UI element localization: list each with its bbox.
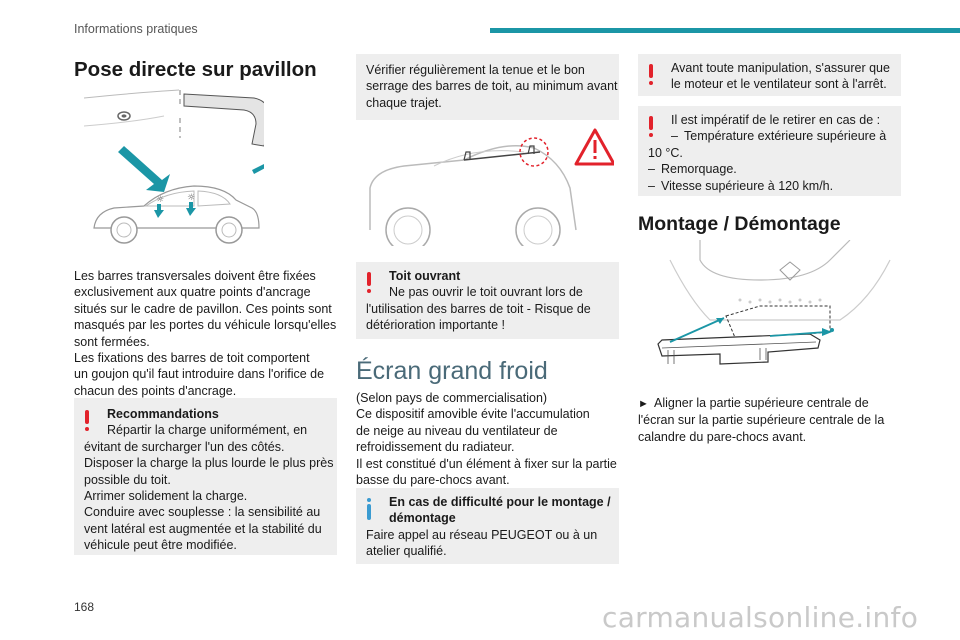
text-line: situés sur le cadre de pavillon. Ces poi… [74,301,332,316]
step-arrow-icon: ► [638,398,649,410]
text-line: Il est impératif de le retirer en cas de… [671,113,881,127]
text-line: basse du pare-chocs avant. [356,473,510,488]
roof-bar-warning-illustration [364,126,614,246]
removal-conditions-box: Il est impératif de le retirer en cas de… [638,106,901,196]
text-line: Il est constitué d'un élément à fixer su… [356,456,617,471]
roof-mounting-illustration: ☼ ☼ [84,88,264,248]
warning-icon [648,116,654,138]
text-line: masqués par les portes du véhicule lorsq… [74,318,337,333]
warning-icon [366,272,372,294]
text-line: Conduire avec souplesse : la sensibilité… [84,505,321,520]
section-title-cold-screen: Écran grand froid [356,357,548,385]
sunroof-title: Toit ouvrant [389,269,461,283]
recommendations-title: Recommandations [107,407,219,421]
page-number: 168 [74,600,95,614]
engine-stop-warning-box: Avant toute manipulation, s'assurer que … [638,54,901,96]
text-line: sont fermées. [74,334,150,349]
recommendations-box: Recommandations Répartir la charge unifo… [74,398,337,555]
text-line: l'utilisation des barres de toit - Risqu… [366,301,591,316]
text-line: véhicule peut être modifiée. [84,538,237,553]
text-line: Avant toute manipulation, s'assurer que [671,61,890,75]
text-line: de neige au niveau du ventilateur de [356,423,558,438]
text-line: possible du toit. [84,472,171,487]
dash-item: –Vitesse supérieure à 120 km/h. [648,178,834,193]
text-line: Remorquage. [661,162,737,177]
text-line: Arrimer solidement la charge. [84,489,248,504]
text-line: Les fixations des barres de toit comport… [74,351,310,366]
info-icon [366,498,372,520]
running-header: Informations pratiques [74,22,198,36]
svg-text:☼: ☼ [187,193,195,203]
text-line: chaque trajet. [366,95,442,110]
svg-text:☼: ☼ [156,195,164,205]
dash-item: –Remorquage. [648,162,737,177]
warning-icon [84,410,90,432]
text-line: Vitesse supérieure à 120 km/h. [661,178,834,193]
text-line: Faire appel au réseau PEUGEOT ou à un [366,527,598,542]
roof-bars-paragraph: Les barres transversales doivent être fi… [74,268,344,399]
text-line: exclusivement aux quatre points d'ancrag… [74,285,311,300]
text-line: Répartir la charge uniformément, en [107,423,308,438]
text-line: Vérifier régulièrement la tenue et le bo… [366,63,585,77]
text-line: Les barres transversales doivent être fi… [74,269,316,283]
alignment-step: ► Aligner la partie supérieure centrale d… [638,395,903,445]
warning-icon [648,64,654,86]
text-line: 10 °C. [648,145,683,160]
text-line: le moteur et le ventilateur sont à l'arr… [671,77,887,92]
step-line: ► Aligner la partie supérieure centrale d… [638,395,903,412]
dash-item: –Température extérieure supérieure à [671,129,887,144]
text-line: vent latéral est augmentée et la stabili… [84,521,322,536]
text-line: détérioration importante ! [366,318,505,333]
mounting-info-box: En cas de difficulté pour le montage / d… [356,488,619,564]
text-line: Ce dispositif amovible évite l'accumulat… [356,407,590,422]
text-line: Température extérieure supérieure à [684,129,887,144]
check-bars-box: Vérifier régulièrement la tenue et le bo… [356,54,619,120]
info-title-line: En cas de difficulté pour le montage / [389,495,611,509]
section-title-mounting: Montage / Démontage [638,213,841,235]
text-line: Aligner la partie supérieure centrale de [654,396,869,410]
text-line: (Selon pays de commercialisation) [356,391,548,405]
text-line: refroidissement du radiateur. [356,440,515,455]
text-line: Disposer la charge la plus lourde le plu… [84,456,334,471]
text-line: un goujon qu'il faut introduire dans l'o… [74,367,325,382]
info-title-line: démontage [389,511,456,526]
text-line: atelier qualifié. [366,544,447,559]
sunroof-warning-box: Toit ouvrant Ne pas ouvrir le toit ouvra… [356,262,619,339]
section-title-roof: Pose directe sur pavillon [74,58,317,81]
text-line: serrage des barres de toit, au minimum a… [366,79,618,94]
text-line: évitant de surcharger l'un des côtés. [84,439,285,454]
watermark: carmanualsonline.info [602,601,919,634]
text-line: l'écran sur la partie supérieure central… [638,413,885,428]
text-line: calandre du pare-chocs avant. [638,429,807,444]
text-line: Ne pas ouvrir le toit ouvrant lors de [389,285,583,300]
header-accent-bar [490,28,960,33]
text-line: chacun des points d'ancrage. [74,383,237,398]
cold-screen-paragraph: (Selon pays de commercialisation) Ce dis… [356,390,621,488]
grille-screen-illustration [650,240,900,380]
